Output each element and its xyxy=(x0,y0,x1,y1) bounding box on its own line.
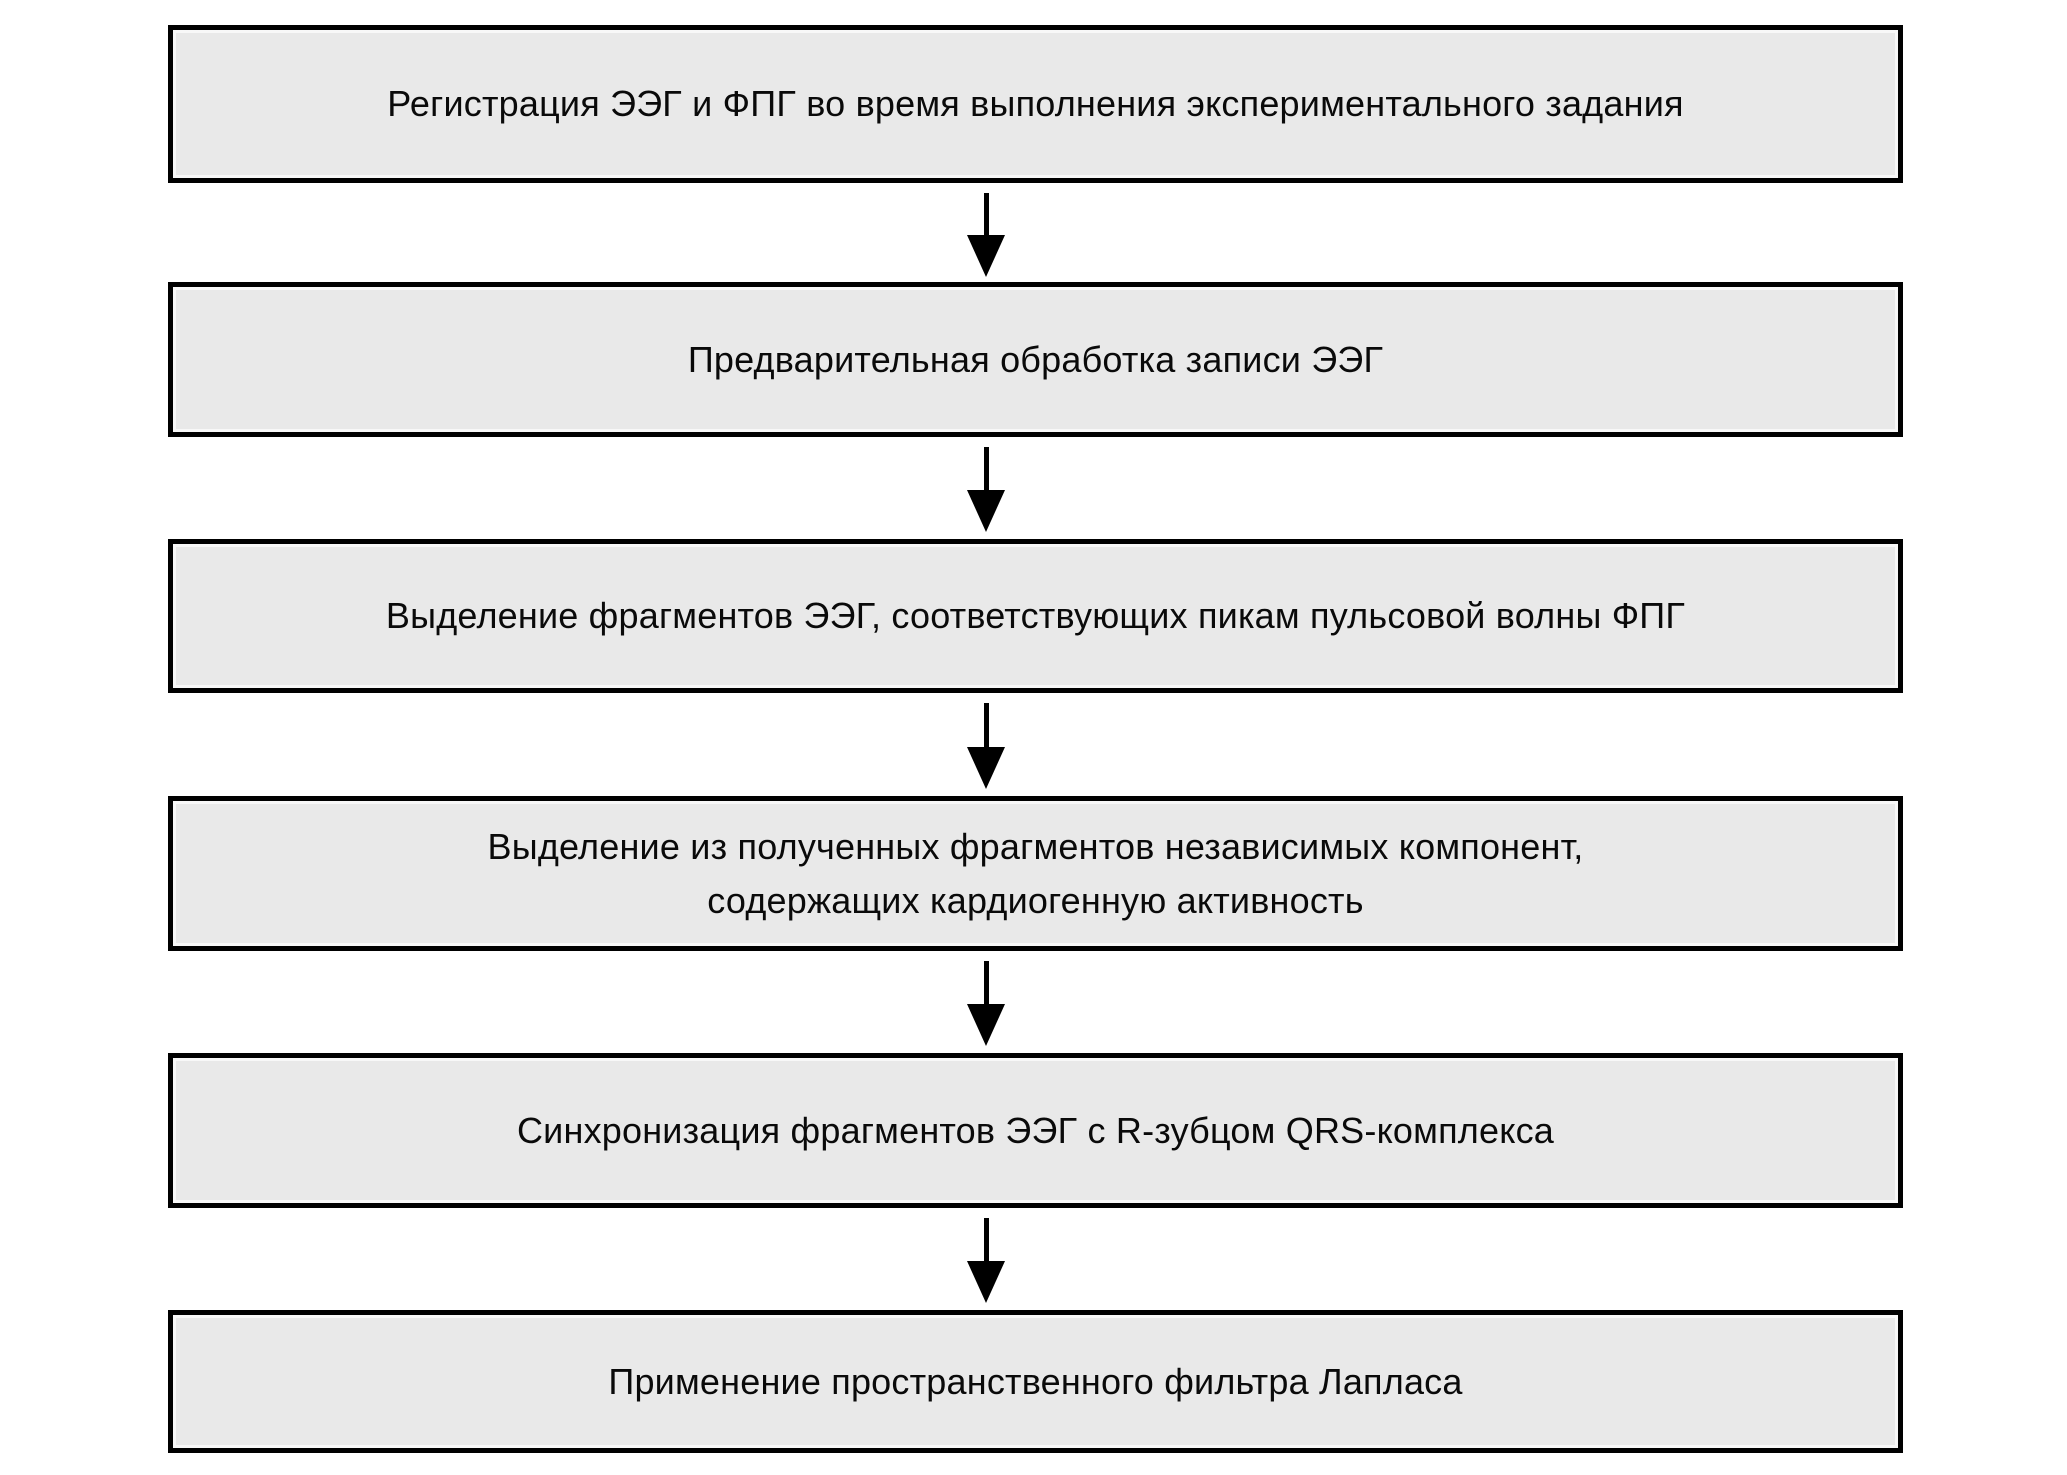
down-arrow-shaft xyxy=(983,193,989,235)
down-arrow-head xyxy=(967,747,1005,789)
down-arrow-shaft xyxy=(983,1218,989,1261)
flow-step-1-line-1: Регистрация ЭЭГ и ФПГ во время выполнени… xyxy=(387,83,1684,124)
down-arrow-icon xyxy=(967,693,1005,794)
down-arrow-head xyxy=(967,1261,1005,1303)
down-arrow-shaft xyxy=(983,961,989,1004)
flow-step-1: Регистрация ЭЭГ и ФПГ во время выполнени… xyxy=(168,25,1903,183)
flow-step-2: Предварительная обработка записи ЭЭГ xyxy=(168,282,1903,437)
flow-step-6-label: Применение пространственного фильтра Лап… xyxy=(568,1355,1502,1409)
flow-step-6-line-1: Применение пространственного фильтра Лап… xyxy=(608,1360,1463,1402)
flow-step-4-line-1: Выделение из полученных фрагментов незав… xyxy=(487,825,1584,867)
flow-step-2-label: Предварительная обработка записи ЭЭГ xyxy=(648,333,1423,387)
flow-step-5: Синхронизация фрагментов ЭЭГ с R-зубцом … xyxy=(168,1053,1903,1208)
down-arrow-icon xyxy=(967,183,1005,282)
flow-step-4: Выделение из полученных фрагментов незав… xyxy=(168,796,1903,951)
down-arrow-shaft xyxy=(983,703,989,747)
flow-step-5-label: Синхронизация фрагментов ЭЭГ с R-зубцом … xyxy=(477,1104,1594,1158)
down-arrow-icon xyxy=(967,951,1005,1051)
down-arrow-icon xyxy=(967,437,1005,537)
down-arrow-head xyxy=(967,1004,1005,1046)
flow-step-3-line-1: Выделение фрагментов ЭЭГ, соответствующи… xyxy=(385,595,1686,636)
flow-step-4-label: Выделение из полученных фрагментов незав… xyxy=(448,820,1624,928)
flow-step-3: Выделение фрагментов ЭЭГ, соответствующи… xyxy=(168,539,1903,693)
down-arrow-shaft xyxy=(983,447,989,490)
down-arrow-head xyxy=(967,235,1005,277)
flow-step-5-line-1: Синхронизация фрагментов ЭЭГ с R-зубцом … xyxy=(516,1109,1555,1151)
down-arrow-head xyxy=(967,490,1005,532)
flow-step-3-label: Выделение фрагментов ЭЭГ, соответствующи… xyxy=(346,589,1725,643)
down-arrow-icon xyxy=(967,1208,1005,1308)
flow-step-2-line-1: Предварительная обработка записи ЭЭГ xyxy=(687,338,1384,380)
flow-step-4-line-2: содержащих кардиогенную активность xyxy=(707,879,1364,921)
flow-step-6: Применение пространственного фильтра Лап… xyxy=(168,1310,1903,1453)
flow-step-1-label: Регистрация ЭЭГ и ФПГ во время выполнени… xyxy=(347,77,1723,131)
